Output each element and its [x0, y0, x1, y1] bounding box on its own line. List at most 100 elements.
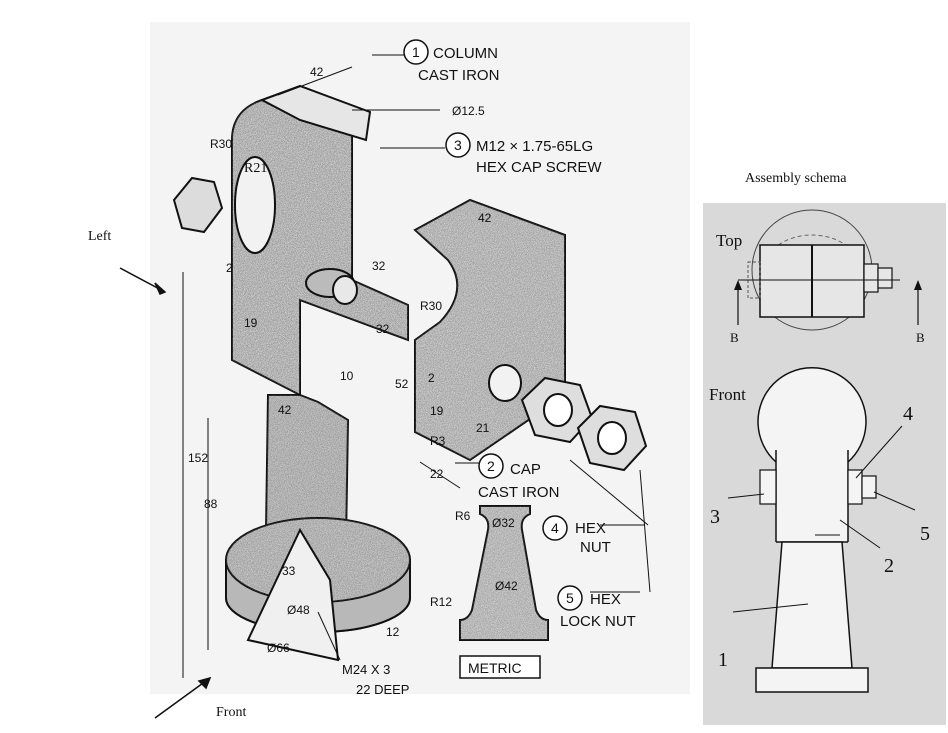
part4-number: 4 — [551, 520, 559, 536]
leader-thread — [317, 611, 341, 661]
dim-column-mid-width: 42 — [278, 403, 292, 417]
section-label-left: B — [730, 330, 739, 345]
front-view-screw-head — [759, 469, 777, 505]
balloon-5 — [557, 585, 583, 611]
front-view-shaft — [771, 541, 853, 669]
dim-overall-height: 152 — [188, 451, 208, 465]
callout-3: 3 — [710, 506, 720, 528]
part-balloons — [403, 39, 583, 611]
part2-number: 2 — [487, 458, 495, 474]
dim-shaft-height: 88 — [204, 497, 218, 511]
units-label: METRIC — [468, 660, 522, 676]
dim-column-slot: 2 — [226, 261, 233, 275]
part1-number: 1 — [412, 44, 420, 60]
callout-1: 1 — [718, 649, 728, 671]
part1-material: CAST IRON — [418, 67, 499, 84]
top-view-locknut — [877, 267, 893, 289]
dim-column-top-width: 42 — [310, 65, 324, 79]
dim-thread-depth: 22 DEEP — [356, 682, 409, 697]
part-labels: 1 COLUMN CAST IRON 3 M12 × 1.75-65LG HEX… — [412, 44, 636, 676]
section-arrowhead-left — [734, 280, 742, 290]
hex-nut-bore — [543, 393, 573, 427]
dim-cap-19: 19 — [430, 404, 444, 418]
dim-column-32b: 32 — [376, 322, 390, 336]
foot-profile-shading — [460, 506, 548, 640]
dim-foot-32: Ø32 — [492, 516, 515, 530]
top-view-nut — [863, 263, 879, 293]
balloon-3 — [445, 132, 471, 158]
dim-base-outer: Ø66 — [267, 641, 290, 655]
dim-base-bore: Ø48 — [287, 603, 310, 617]
view-arrows — [119, 267, 212, 719]
part5-material: LOCK NUT — [560, 613, 636, 630]
assembly-schema: Assembly schema Top B B — [703, 171, 946, 725]
front-view-label: Front — [709, 385, 746, 404]
dimension-lines — [182, 54, 651, 678]
front-view-head-fill — [776, 450, 848, 542]
leader-4 — [855, 425, 903, 479]
dim-column-52: 52 — [395, 377, 409, 391]
dim-foot-r6: R6 — [455, 509, 471, 523]
screw-end — [332, 275, 358, 305]
isometric-drawing: 1 COLUMN CAST IRON 3 M12 × 1.75-65LG HEX… — [88, 22, 690, 720]
schema-front-view: Front 1 2 3 4 5 — [709, 367, 930, 693]
callout-2: 2 — [884, 555, 894, 577]
front-view-label: Front — [216, 705, 246, 720]
section-arrowhead-right — [914, 280, 922, 290]
front-view-head-arc — [757, 367, 867, 463]
balloon-1 — [403, 39, 429, 65]
dim-column-32a: 32 — [372, 259, 386, 273]
hex-cap-screw — [172, 176, 358, 305]
view-labels: Left Front — [88, 229, 246, 720]
leader-1 — [732, 603, 809, 613]
dim-cap-22: 22 — [430, 467, 444, 481]
nuts — [520, 376, 648, 472]
part2-name: CAP — [510, 461, 541, 478]
dim-thread-spec: M24 X 3 — [342, 662, 390, 677]
leader-5 — [873, 491, 916, 511]
leader-nut5 — [639, 469, 651, 593]
metric-box — [459, 655, 541, 679]
front-view-nut — [847, 469, 863, 505]
dim-column-10: 10 — [340, 369, 354, 383]
base-cutaway — [246, 527, 340, 662]
callout-4: 4 — [903, 403, 913, 425]
dim-bolt-hole-dia: Ø12.5 — [452, 104, 485, 118]
dim-base-thread-depth: 33 — [282, 564, 296, 578]
front-view-arrow — [154, 677, 211, 719]
balloon-4 — [542, 515, 568, 541]
section-label-right: B — [916, 330, 925, 345]
callout-5: 5 — [920, 523, 930, 545]
part3-material: HEX CAP SCREW — [476, 159, 602, 176]
dim-foot-r12: R12 — [430, 595, 452, 609]
top-view-label: Top — [716, 231, 742, 250]
dim-inner-radius: R21 — [244, 161, 267, 176]
front-view-locknut — [861, 475, 877, 499]
leader-2 — [839, 519, 881, 549]
screw-head — [172, 176, 224, 234]
dim-cap-radius: R30 — [420, 299, 442, 313]
dim-line-top-42 — [277, 66, 353, 96]
left-view-label: Left — [88, 229, 111, 244]
part5-number: 5 — [566, 590, 574, 606]
dim-outer-radius: R30 — [210, 137, 232, 151]
front-view-arrowhead — [197, 676, 212, 690]
dim-foot-42: Ø42 — [495, 579, 518, 593]
left-view-arrowhead — [154, 282, 167, 295]
dim-line-cap-22 — [419, 461, 461, 489]
dim-column-19: 19 — [244, 316, 258, 330]
schema-leaders — [727, 425, 916, 613]
dimension-labels: 42 Ø12.5 R30 R21 2 32 32 19 10 52 42 152… — [188, 65, 518, 697]
dim-cap-width: 42 — [478, 211, 492, 225]
part5-name: HEX — [590, 591, 621, 608]
cap-bolt-hole — [488, 364, 522, 402]
part4-material: NUT — [580, 539, 611, 556]
dim-cap-21: 21 — [476, 421, 490, 435]
front-view-base — [755, 667, 869, 693]
dim-cap-r3: R3 — [430, 434, 446, 448]
leader-nut4 — [569, 459, 649, 526]
part4-name: HEX — [575, 520, 606, 537]
schema-top-view: Top B B — [716, 209, 925, 345]
schema-callouts: 1 2 3 4 5 — [710, 403, 930, 671]
